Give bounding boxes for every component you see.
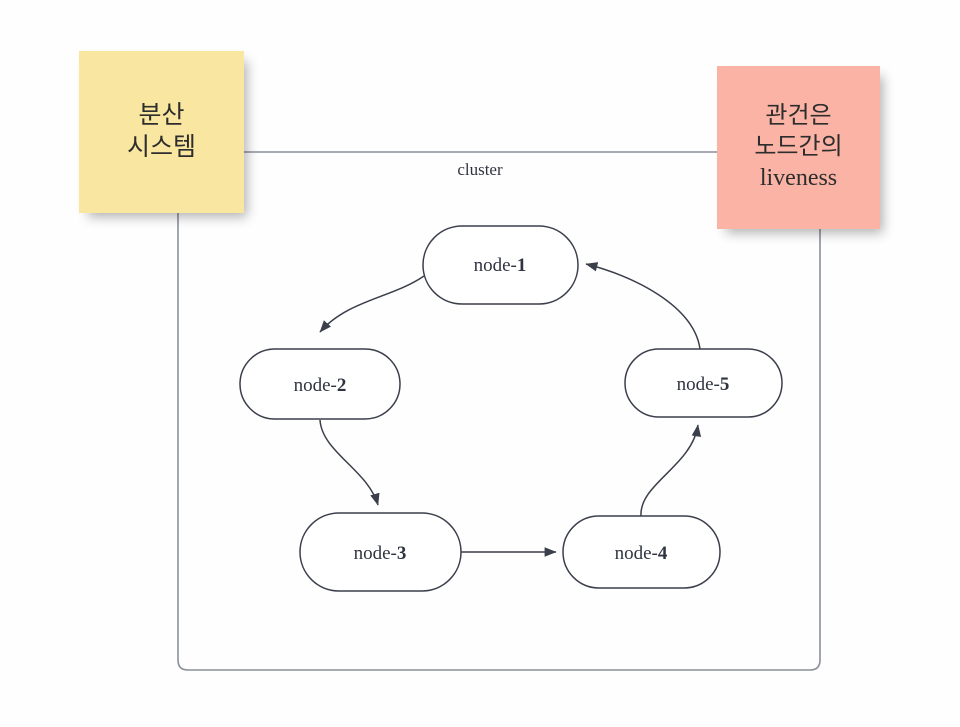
cluster-box <box>177 151 821 671</box>
sticky-note-line: 관건은 <box>765 102 832 129</box>
edge-node2-to-node3 <box>319 419 380 506</box>
edge-node5-to-node1 <box>585 262 701 350</box>
sticky-note-line: liveness <box>759 165 838 192</box>
node-node-1[interactable]: node-1 <box>422 225 579 305</box>
node-label-node-2: node-2 <box>294 375 347 396</box>
cluster-label: cluster <box>457 160 503 179</box>
node-label-node-3: node-3 <box>354 543 407 564</box>
node-node-4[interactable]: node-4 <box>562 515 721 589</box>
sticky-note-line: 시스템 <box>126 134 196 161</box>
node-label-node-5: node-5 <box>677 374 730 395</box>
node-label-node-4: node-4 <box>615 543 668 564</box>
node-node-5[interactable]: node-5 <box>624 348 783 418</box>
node-node-2[interactable]: node-2 <box>239 348 401 420</box>
sticky-note-line: 노드간의 <box>754 133 843 160</box>
sticky-note-distributed-system[interactable]: 분산 시스템 <box>79 51 244 213</box>
edge-node1-to-node2 <box>319 275 425 333</box>
node-label-node-1: node-1 <box>474 255 527 276</box>
edge-node4-to-node5 <box>640 424 702 517</box>
sticky-note-line: 분산 <box>138 101 185 129</box>
node-node-3[interactable]: node-3 <box>299 512 462 592</box>
sticky-note-liveness[interactable]: 관건은 노드간의 liveness <box>717 66 880 229</box>
